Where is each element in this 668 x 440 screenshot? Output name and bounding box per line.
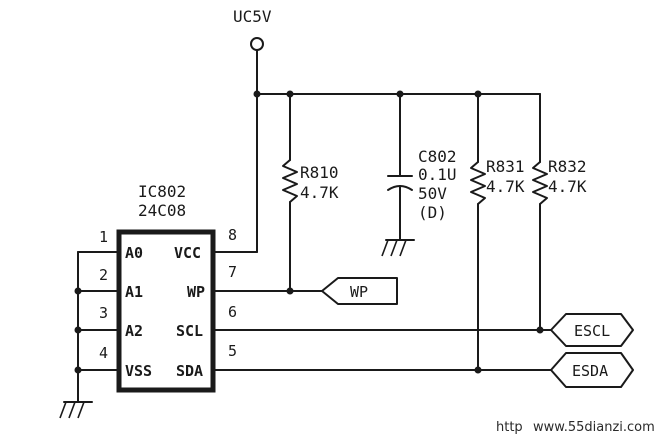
ic802-body <box>116 229 216 393</box>
junction-dot <box>74 366 82 374</box>
pin-name-wp: WP <box>187 283 205 301</box>
pin-name-scl: SCL <box>176 322 203 340</box>
esda-port-flag <box>550 352 634 388</box>
watermark-url: www.55dianzi.com <box>533 420 655 435</box>
pin-name-sda: SDA <box>176 362 203 380</box>
pin-number-2: 2 <box>99 266 108 284</box>
ground-hatch <box>381 239 389 257</box>
pin-number-1: 1 <box>99 228 108 246</box>
ground-hatch <box>77 401 85 419</box>
pin-name-vcc: VCC <box>174 244 201 262</box>
r810-ref: R810 <box>300 163 339 182</box>
pin-number-5: 5 <box>228 342 237 360</box>
c802-type: (D) <box>418 203 447 222</box>
power-label: UC5V <box>233 7 272 26</box>
r831-resistor-icon <box>470 161 486 205</box>
escl-port-label: ESCL <box>574 322 610 340</box>
junction-dot <box>536 326 544 334</box>
junction-dot <box>474 366 482 374</box>
pin-number-8: 8 <box>228 226 237 244</box>
r832-resistor-icon <box>532 161 548 205</box>
escl-port-flag <box>550 313 634 347</box>
ic802-part: 24C08 <box>138 201 186 220</box>
pin-number-7: 7 <box>228 263 237 281</box>
ground-hatch <box>59 401 67 419</box>
pin-number-3: 3 <box>99 304 108 322</box>
pin-name-vss: VSS <box>125 362 152 380</box>
junction-dot <box>286 287 294 295</box>
junction-dot <box>253 90 261 98</box>
r832-ref: R832 <box>548 157 587 176</box>
junction-dot <box>74 326 82 334</box>
esda-port-label: ESDA <box>572 362 608 380</box>
ground-hatch <box>390 239 398 257</box>
pin-name-a2: A2 <box>125 322 143 340</box>
pin-number-4: 4 <box>99 344 108 362</box>
ic802-ref: IC802 <box>138 182 186 201</box>
junction-dot <box>74 287 82 295</box>
pin-name-a1: A1 <box>125 283 143 301</box>
wp-port-flag <box>321 277 398 305</box>
r810-value: 4.7K <box>300 183 339 202</box>
pin-name-a0: A0 <box>125 244 143 262</box>
pin-number-6: 6 <box>228 303 237 321</box>
power-terminal-icon <box>250 37 264 51</box>
r832-value: 4.7K <box>548 177 587 196</box>
ground-hatch <box>399 239 407 257</box>
c802-voltage: 50V <box>418 184 447 203</box>
wp-port-label: WP <box>350 283 368 301</box>
r810-resistor-icon <box>282 159 298 203</box>
c802-ref: C802 <box>418 147 457 166</box>
ground-hatch <box>68 401 76 419</box>
r831-ref: R831 <box>486 157 525 176</box>
c802-value: 0.1U <box>418 165 457 184</box>
r831-value: 4.7K <box>486 177 525 196</box>
watermark-prefix: http <box>496 420 523 435</box>
